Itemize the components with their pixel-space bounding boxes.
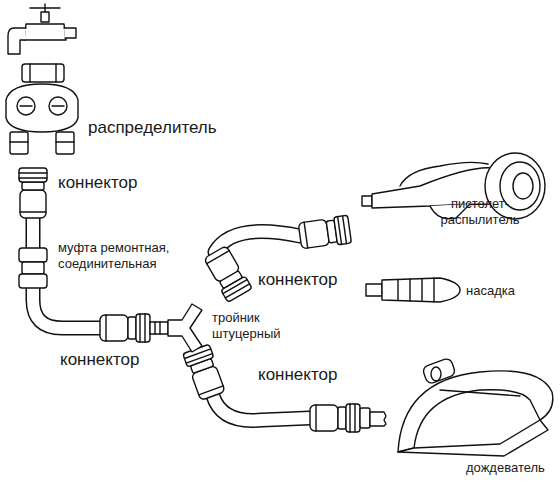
distributor [6,64,78,154]
repair-coupler [19,248,47,288]
tee-fitting [150,304,202,352]
part-label: распределитель [88,118,217,138]
hose [33,200,310,421]
part-label: коннектор [58,173,137,193]
part-label: коннектор [60,350,139,370]
part-label: пистолет-распылитель [432,196,528,227]
water-tap [8,4,76,54]
nozzle [366,278,460,302]
connector-part [183,344,226,401]
part-label: коннектор [258,270,337,290]
part-label: дождеватель [466,460,545,476]
adapter [360,408,386,428]
part-label: тройник штуцерный [212,310,294,341]
part-label: насадка [466,283,515,299]
connector-part [298,215,351,250]
connector-part [203,245,252,302]
part-label: коннектор [258,365,337,385]
connector-part [100,314,150,342]
part-label: муфта ремонтная, соединительная [58,240,183,271]
sprinkler [398,357,553,456]
connector-part [310,404,360,432]
connector-part [19,168,47,218]
